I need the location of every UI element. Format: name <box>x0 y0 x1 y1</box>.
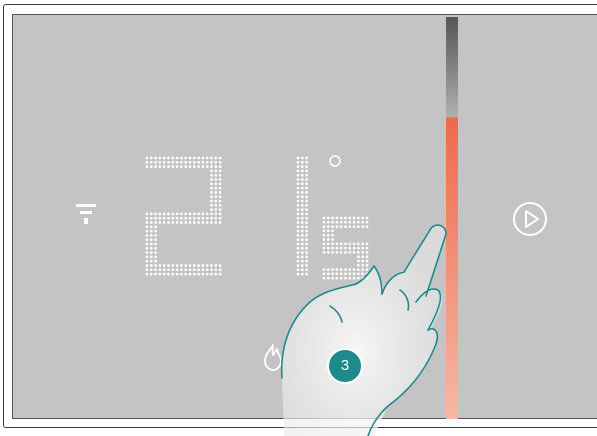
degree-mark <box>330 156 340 166</box>
hand-illustration <box>270 210 470 436</box>
temperature-tens-glyph <box>146 157 222 276</box>
step-number-badge: 3 <box>327 348 363 384</box>
setpoint-bar-inactive <box>446 17 458 118</box>
antenna-signal-icon[interactable] <box>76 200 102 230</box>
play-circle-icon[interactable] <box>510 199 550 239</box>
